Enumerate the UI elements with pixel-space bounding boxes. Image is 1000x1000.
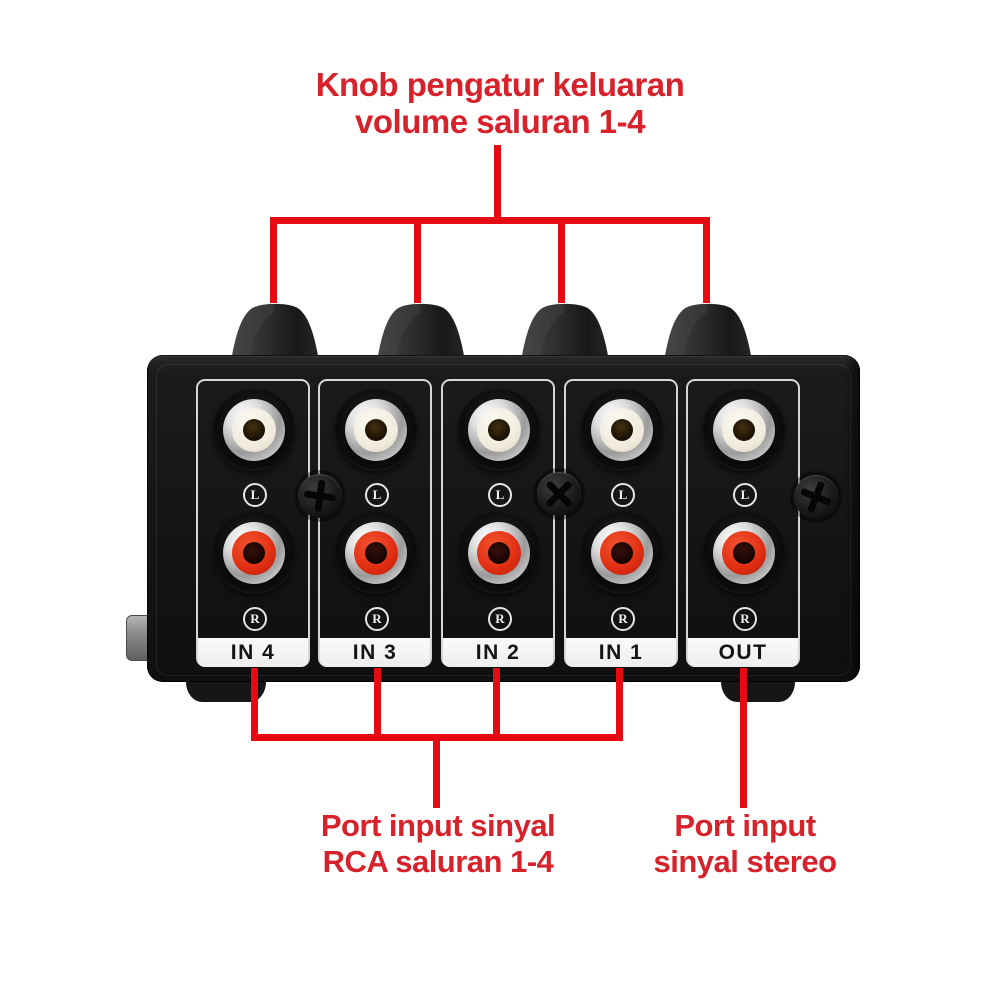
left-channel-marker: L: [733, 483, 757, 507]
panel-in1: L R IN 1: [564, 379, 678, 667]
panel-label-in4: IN 4: [198, 638, 308, 667]
audio-mixer-device: L R IN 4 L R IN 3 L R IN 2 L R IN 1: [147, 355, 860, 682]
rca-jack-white-out[interactable]: [703, 389, 785, 471]
right-channel-marker: R: [243, 607, 267, 631]
left-channel-marker: L: [611, 483, 635, 507]
callout-line-knob1-drop: [270, 217, 277, 303]
callout-line-in4-stem: [251, 668, 258, 741]
rca-jack-red-in1[interactable]: [581, 512, 663, 594]
bottom-right-annotation-line1: Port input: [674, 808, 816, 843]
volume-knob-4[interactable]: [660, 302, 756, 358]
rca-jack-red-in4[interactable]: [213, 512, 295, 594]
panel-label-in1: IN 1: [566, 638, 676, 667]
callout-line-in2-stem: [493, 668, 500, 741]
case-edge-shade: [844, 355, 860, 682]
rca-jack-white-in2[interactable]: [458, 389, 540, 471]
rca-jack-white-in4[interactable]: [213, 389, 295, 471]
rca-jack-red-in2[interactable]: [458, 512, 540, 594]
panel-label-in3: IN 3: [320, 638, 430, 667]
callout-line-top-stem: [494, 145, 501, 224]
panel-in2: L R IN 2: [441, 379, 555, 667]
volume-knob-1[interactable]: [227, 302, 323, 358]
volume-knob-2[interactable]: [373, 302, 469, 358]
right-channel-marker: R: [488, 607, 512, 631]
panel-label-in2: IN 2: [443, 638, 553, 667]
bottom-right-annotation-label: Port input sinyal stereo: [614, 808, 876, 880]
right-channel-marker: R: [365, 607, 389, 631]
rubber-foot-right: [721, 678, 795, 702]
bottom-left-annotation-label: Port input sinyal RCA saluran 1-4: [288, 808, 588, 880]
bottom-left-annotation-line2: RCA saluran 1-4: [322, 844, 554, 879]
top-annotation-label: Knob pengatur keluaran volume saluran 1-…: [250, 66, 750, 140]
rca-jack-white-in3[interactable]: [335, 389, 417, 471]
panel-in3: L R IN 3: [318, 379, 432, 667]
screw-1: [298, 474, 342, 518]
top-annotation-line2: volume saluran 1-4: [355, 103, 645, 140]
screw-2: [537, 472, 581, 516]
top-annotation-line1: Knob pengatur keluaran: [315, 66, 685, 103]
left-channel-marker: L: [365, 483, 389, 507]
callout-line-bottom-stem: [433, 734, 440, 808]
panel-in4: L R IN 4: [196, 379, 310, 667]
rca-jack-red-out[interactable]: [703, 512, 785, 594]
callout-line-out-stem: [740, 668, 747, 808]
bottom-right-annotation-line2: sinyal stereo: [653, 844, 837, 879]
right-channel-marker: R: [733, 607, 757, 631]
bottom-left-annotation-line1: Port input sinyal: [320, 808, 556, 843]
volume-knob-3[interactable]: [517, 302, 613, 358]
left-channel-marker: L: [243, 483, 267, 507]
rca-jack-white-in1[interactable]: [581, 389, 663, 471]
panel-label-out: OUT: [688, 638, 798, 667]
callout-line-knob4-drop: [703, 217, 710, 303]
right-channel-marker: R: [611, 607, 635, 631]
left-channel-marker: L: [488, 483, 512, 507]
callout-line-in1-stem: [616, 668, 623, 741]
rca-jack-red-in3[interactable]: [335, 512, 417, 594]
knob-shape: [521, 303, 609, 358]
callout-line-knob2-drop: [414, 217, 421, 303]
callout-line-knob3-drop: [558, 217, 565, 303]
screw-3: [794, 475, 838, 519]
knob-shape: [377, 303, 465, 358]
callout-line-in3-stem: [374, 668, 381, 741]
panel-out: L R OUT: [686, 379, 800, 667]
knob-shape: [231, 303, 319, 358]
knob-shape: [664, 303, 752, 358]
callout-line-top-bar: [270, 217, 710, 224]
